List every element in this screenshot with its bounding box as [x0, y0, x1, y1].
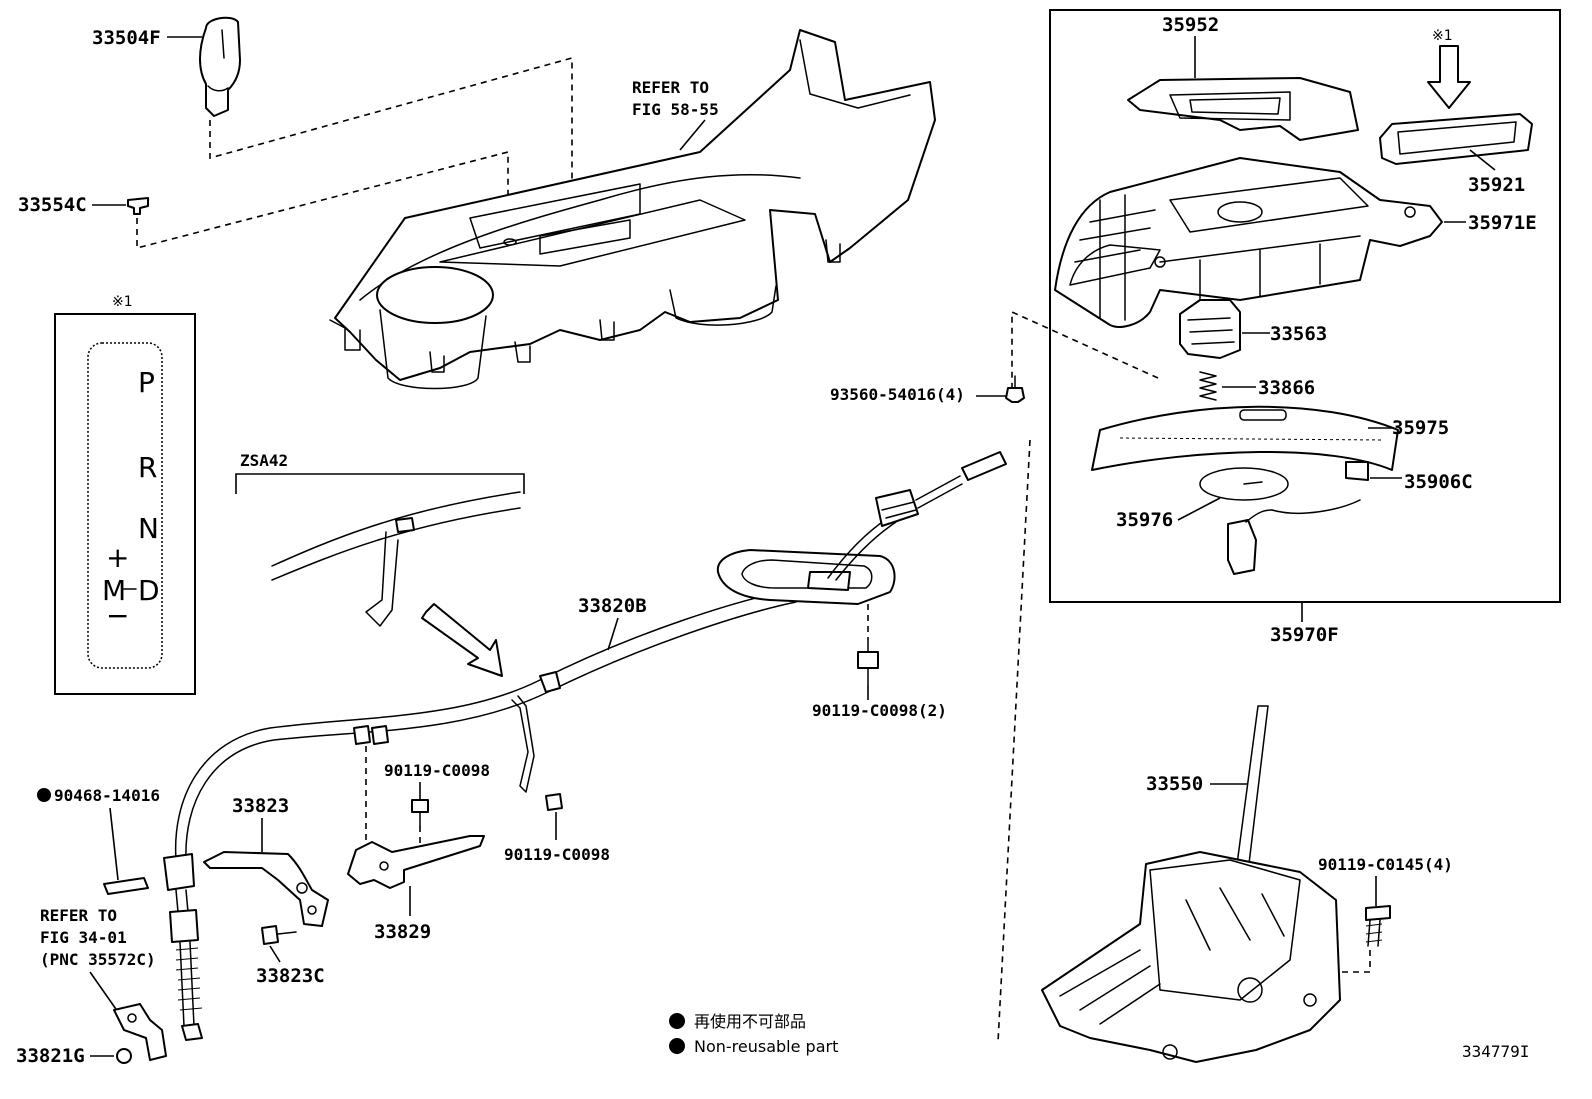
bracket-33829: [347, 835, 485, 889]
non-reusable-marker: [37, 788, 51, 802]
callout-93560-54016: 93560-54016(4): [830, 385, 965, 404]
callout-90468-14016: 90468-14016: [54, 786, 160, 805]
bolt-90119-C0098-a: [411, 799, 429, 827]
callout-35906C: 35906C: [1404, 471, 1473, 493]
callout-33504F: 33504F: [92, 27, 161, 49]
gate-position-P: P: [138, 366, 155, 399]
legend-text-en: Non-reusable part: [694, 1037, 838, 1056]
center-console: [329, 29, 936, 390]
callout-90119-C0098-a: 90119-C0098: [384, 761, 490, 780]
bolt-33823C: [261, 925, 297, 945]
callout-33823C: 33823C: [256, 965, 325, 987]
callout-35975: 35975: [1392, 417, 1449, 439]
legend-text-jp: 再使用不可部品: [694, 1012, 806, 1031]
gate-note-mark: ※1: [112, 294, 133, 310]
view-arrow: [421, 603, 503, 677]
position-indicator-35921: [1379, 113, 1533, 165]
legend-symbol-1: [669, 1013, 685, 1029]
gate-minus: −: [106, 599, 129, 632]
bolt-90119-C0098-b: [545, 793, 563, 811]
bolt-90119-C0098-2: [857, 639, 879, 687]
illustration-number: 334779I: [1462, 1042, 1529, 1061]
disc-35976: [1199, 467, 1361, 575]
callout-90119-C0098-b: 90119-C0098: [504, 845, 610, 864]
shift-cable-33820B: [163, 451, 1007, 1041]
callout-33554C: 33554C: [18, 194, 87, 216]
callout-33823: 33823: [232, 795, 289, 817]
callout-90119-C0145: 90119-C0145(4): [1318, 855, 1453, 874]
shift-knob: [199, 16, 241, 117]
callout-33866: 33866: [1258, 377, 1315, 399]
callout-33820B: 33820B: [578, 595, 647, 617]
screw-93560: [1005, 375, 1025, 403]
callout-33550: 33550: [1146, 773, 1203, 795]
refer-fig-58-55-line1: REFER TO: [632, 78, 709, 97]
callout-35921: 35921: [1468, 174, 1525, 196]
clip-90468: [103, 877, 149, 895]
legend-symbol-2: [669, 1038, 685, 1054]
shift-gate-frame: [54, 313, 196, 695]
callout-33821G: 33821G: [16, 1045, 85, 1067]
refer-fig-34-01-line2: FIG 34-01: [40, 928, 127, 947]
bracket-35572C: [113, 1003, 167, 1061]
callout-35976: 35976: [1116, 509, 1173, 531]
bolt-90119-C0145: [1365, 905, 1391, 947]
note-mark-top: ※1: [1432, 28, 1453, 44]
callout-35970F: 35970F: [1270, 624, 1339, 646]
zsa42-cable-detail: [271, 491, 521, 627]
bracket-35906C: [1345, 461, 1369, 481]
indicator-cover: [1127, 77, 1359, 141]
refer-fig-34-01-line1: REFER TO: [40, 906, 117, 925]
refer-fig-34-01-line3: (PNC 35572C): [40, 950, 156, 969]
callout-35971E: 35971E: [1468, 212, 1537, 234]
gate-position-D: D: [138, 574, 160, 607]
gate-manual-M: M: [102, 574, 126, 607]
spring-33866: [1199, 371, 1217, 401]
clip-33554C: [127, 197, 149, 215]
nut-33821G: [116, 1048, 132, 1064]
shifter-assembly-frame: [1049, 9, 1561, 603]
callout-33829: 33829: [374, 921, 431, 943]
label-zsa42: ZSA42: [240, 451, 288, 470]
callout-35952: 35952: [1162, 14, 1219, 36]
slide-cover-35975: [1091, 405, 1399, 471]
shift-lever-base-33550: [1041, 705, 1341, 1063]
refer-fig-58-55-line2: FIG 58-55: [632, 100, 719, 119]
callout-33563: 33563: [1270, 323, 1327, 345]
bracket-33823: [203, 851, 329, 927]
gate-position-R: R: [138, 451, 157, 484]
shift-gate-slot: [87, 342, 163, 669]
gate-plus: +: [106, 541, 129, 574]
gate-position-N: N: [138, 512, 159, 545]
callout-90119-C0098-2: 90119-C0098(2): [812, 701, 947, 720]
solenoid-33563: [1179, 299, 1241, 359]
shifter-housing-35971E: [1054, 157, 1443, 328]
